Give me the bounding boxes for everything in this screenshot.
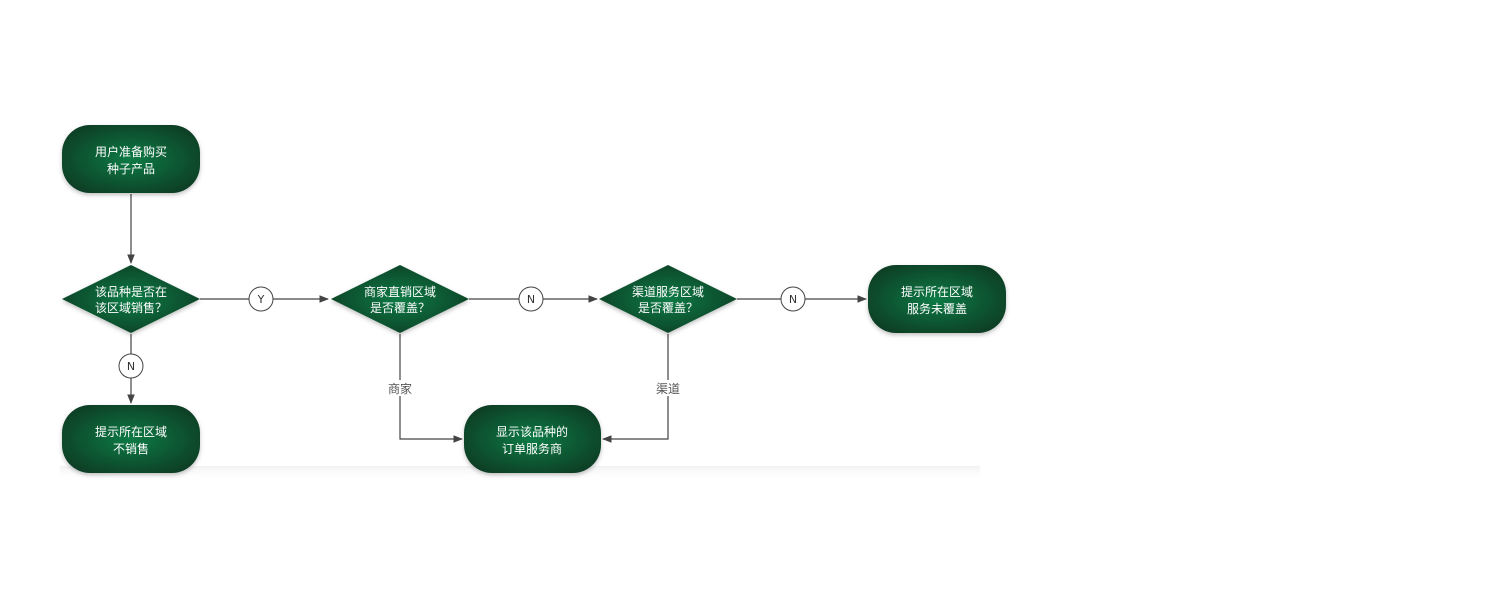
connector-n3-label: N <box>127 360 135 373</box>
node-q-region[interactable]: 该品种是否在 该区域销售？ <box>62 265 200 333</box>
edge-label-merchant: 商家 <box>388 381 412 396</box>
edges <box>127 194 867 443</box>
connector-n2: N <box>780 286 806 312</box>
node-end-uncovered-line-1: 提示所在区域 <box>901 284 973 299</box>
node-end-not-sold-line-2: 不销售 <box>113 441 149 456</box>
node-q-merchant-line-2: 是否覆盖？ <box>370 301 430 315</box>
edge-label-merchant-bg <box>386 380 414 396</box>
connector-n3: N <box>118 353 144 379</box>
node-q-merchant-line-1: 商家直销区域 <box>364 284 436 299</box>
edge-label-channel: 渠道 <box>656 382 680 396</box>
node-end-uncovered[interactable]: 提示所在区域 服务未覆盖 <box>868 265 1006 333</box>
node-start-line-2: 种子产品 <box>107 162 155 176</box>
node-end-show-line-2: 订单服务商 <box>502 441 562 456</box>
connector-n1: N <box>518 286 544 312</box>
node-q-merchant[interactable]: 商家直销区域 是否覆盖？ <box>331 265 469 333</box>
node-end-uncovered-line-2: 服务未覆盖 <box>907 301 967 316</box>
edge-label-channel-bg <box>654 380 682 396</box>
node-q-region-line-2: 该区域销售？ <box>95 300 167 315</box>
node-end-show[interactable]: 显示该品种的 订单服务商 <box>464 405 601 473</box>
node-end-not-sold-line-1: 提示所在区域 <box>95 424 167 439</box>
node-q-region-line-1: 该品种是否在 <box>95 285 167 299</box>
node-start[interactable]: 用户准备购买 种子产品 <box>62 125 200 193</box>
node-q-channel-line-1: 渠道服务区域 <box>632 284 704 299</box>
connector-y1-label: Y <box>257 293 265 306</box>
node-end-not-sold[interactable]: 提示所在区域 不销售 <box>62 405 200 473</box>
connector-n1-label: N <box>527 293 535 306</box>
node-q-channel[interactable]: 渠道服务区域 是否覆盖？ <box>599 265 737 333</box>
node-q-channel-line-2: 是否覆盖？ <box>638 301 698 315</box>
node-start-line-1: 用户准备购买 <box>95 144 167 159</box>
node-end-show-line-1: 显示该品种的 <box>496 424 568 439</box>
edge-channel-to-end-show <box>602 334 669 443</box>
edge-merchant-to-end-show <box>399 334 463 443</box>
connector-n2-label: N <box>789 293 797 306</box>
connector-y1: Y <box>248 286 274 312</box>
